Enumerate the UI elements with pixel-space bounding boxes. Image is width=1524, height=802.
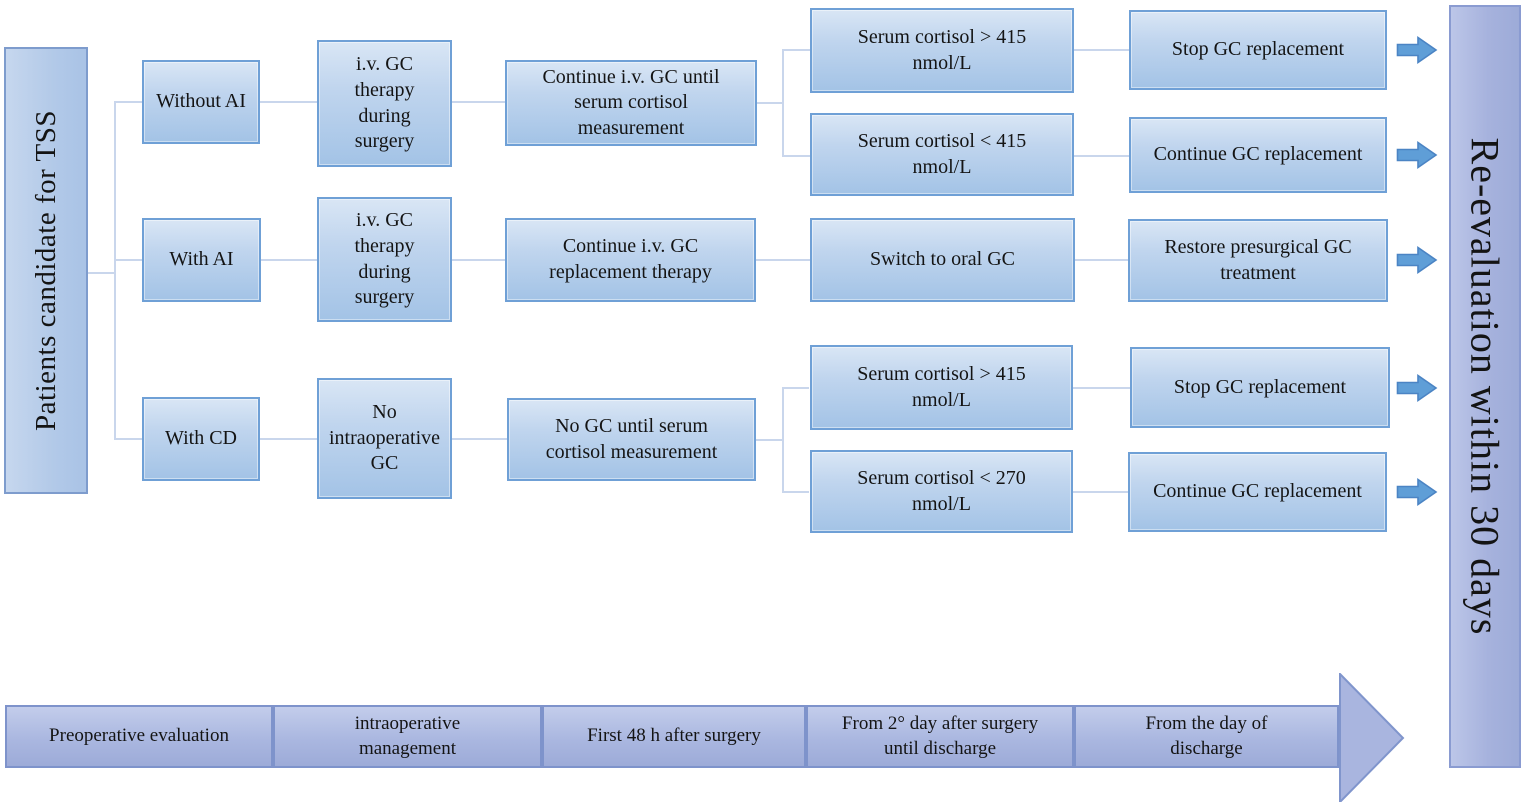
- connector-line: [782, 49, 810, 51]
- box-stop-gc-replacement-1: Stop GC replacement: [1129, 10, 1387, 90]
- box-continue-gc-replacement-1: Continue GC replacement: [1129, 117, 1387, 193]
- box-no-intraoperative-gc: No intraoperative GC: [317, 378, 452, 499]
- connector-line: [1073, 387, 1130, 389]
- connector-line: [114, 259, 142, 261]
- connector-line: [114, 438, 142, 440]
- timeline-segment-label: First 48 h after surgery: [587, 725, 761, 747]
- box-switch-to-oral-gc: Switch to oral GC: [810, 218, 1075, 302]
- box-with-ai: With AI: [142, 218, 261, 302]
- box-no-gc-until-measurement: No GC until serum cortisol measurement: [507, 398, 756, 481]
- connector-line: [452, 101, 505, 103]
- connector-line: [261, 259, 317, 261]
- flow-arrow-icon: [1396, 373, 1438, 403]
- connector-line: [260, 101, 317, 103]
- timeline-segment-label: From 2° day after surgery until discharg…: [841, 712, 1039, 759]
- box-patients-candidate-tss: Patients candidate for TSS: [4, 47, 88, 494]
- connector-line: [114, 101, 116, 440]
- box-label: With AI: [169, 248, 234, 271]
- box-label: Serum cortisol < 270 nmol/L: [857, 466, 1026, 515]
- timeline-segment-discharge-day: From the day of discharge: [1074, 705, 1339, 768]
- box-continue-gc-replacement-2: Continue GC replacement: [1128, 452, 1387, 532]
- connector-line: [756, 439, 782, 441]
- box-reevaluation-30-days: Re-evaluation within 30 days: [1449, 5, 1521, 768]
- box-label: Continue i.v. GC until serum cortisol me…: [542, 65, 720, 139]
- box-iv-gc-therapy-2: i.v. GC therapy during surgery: [317, 197, 452, 322]
- box-label: Restore presurgical GC treatment: [1164, 235, 1352, 284]
- box-label: i.v. GC therapy during surgery: [354, 209, 415, 309]
- timeline-segment-label: intraoperative management: [354, 712, 461, 759]
- connector-line: [1074, 155, 1129, 157]
- box-label: Stop GC replacement: [1171, 38, 1345, 61]
- box-label: Continue i.v. GC replacement therapy: [549, 235, 712, 283]
- box-serum-cortisol-lt-415: Serum cortisol < 415 nmol/L: [810, 113, 1074, 196]
- box-label: Serum cortisol > 415 nmol/L: [857, 25, 1027, 74]
- connector-line: [782, 491, 809, 493]
- connector-line: [452, 438, 507, 440]
- flow-arrow-icon: [1396, 245, 1438, 275]
- box-serum-cortisol-lt-270: Serum cortisol < 270 nmol/L: [810, 450, 1073, 533]
- box-with-cd: With CD: [142, 397, 260, 481]
- connector-line: [782, 155, 810, 157]
- connector-line: [756, 259, 810, 261]
- connector-line: [782, 387, 784, 493]
- box-label: Serum cortisol > 415 nmol/L: [857, 362, 1026, 411]
- connector-line: [757, 102, 783, 104]
- box-label: Continue GC replacement: [1153, 480, 1362, 503]
- connector-line: [1074, 49, 1129, 51]
- box-label: Switch to oral GC: [870, 248, 1015, 271]
- box-stop-gc-replacement-2: Stop GC replacement: [1130, 347, 1390, 428]
- box-restore-presurgical-gc: Restore presurgical GC treatment: [1128, 219, 1388, 302]
- box-label: No GC until serum cortisol measurement: [545, 414, 718, 463]
- connector-line: [114, 101, 142, 103]
- connector-line: [260, 438, 317, 440]
- box-label: Continue GC replacement: [1153, 143, 1363, 166]
- flow-arrow-icon: [1396, 35, 1438, 65]
- connector-line: [782, 49, 784, 157]
- timeline-segment-preoperative: Preoperative evaluation: [5, 705, 273, 768]
- connector-line: [452, 259, 505, 261]
- timeline-segment-label: Preoperative evaluation: [49, 725, 229, 747]
- box-continue-iv-gc-until-measurement: Continue i.v. GC until serum cortisol me…: [505, 60, 757, 146]
- timeline-arrowhead-icon: [1339, 673, 1405, 802]
- box-serum-cortisol-gt-415-1: Serum cortisol > 415 nmol/L: [810, 8, 1074, 93]
- box-continue-iv-gc-replacement: Continue i.v. GC replacement therapy: [505, 218, 756, 302]
- box-iv-gc-therapy-1: i.v. GC therapy during surgery: [317, 40, 452, 167]
- timeline-segment-first-48h: First 48 h after surgery: [542, 705, 806, 768]
- box-label: No intraoperative GC: [328, 401, 441, 475]
- box-label: Serum cortisol < 415 nmol/L: [857, 129, 1027, 178]
- reeval-box-label: Re-evaluation within 30 days: [1462, 137, 1508, 636]
- connector-line: [1075, 259, 1128, 261]
- connector-line: [1073, 491, 1128, 493]
- box-label: Without AI: [156, 90, 246, 113]
- timeline-segment-label: From the day of discharge: [1145, 712, 1268, 759]
- box-without-ai: Without AI: [142, 60, 260, 144]
- box-label: i.v. GC therapy during surgery: [354, 53, 415, 153]
- flow-arrow-icon: [1396, 140, 1438, 170]
- flow-arrow-icon: [1396, 477, 1438, 507]
- connector-line: [88, 272, 116, 274]
- timeline-segment-2nd-day: From 2° day after surgery until discharg…: [806, 705, 1074, 768]
- root-box-label: Patients candidate for TSS: [29, 110, 62, 431]
- box-serum-cortisol-gt-415-2: Serum cortisol > 415 nmol/L: [810, 345, 1073, 430]
- timeline-segment-intraoperative: intraoperative management: [273, 705, 542, 768]
- box-label: With CD: [165, 427, 237, 450]
- box-label: Stop GC replacement: [1173, 375, 1347, 398]
- connector-line: [782, 387, 809, 389]
